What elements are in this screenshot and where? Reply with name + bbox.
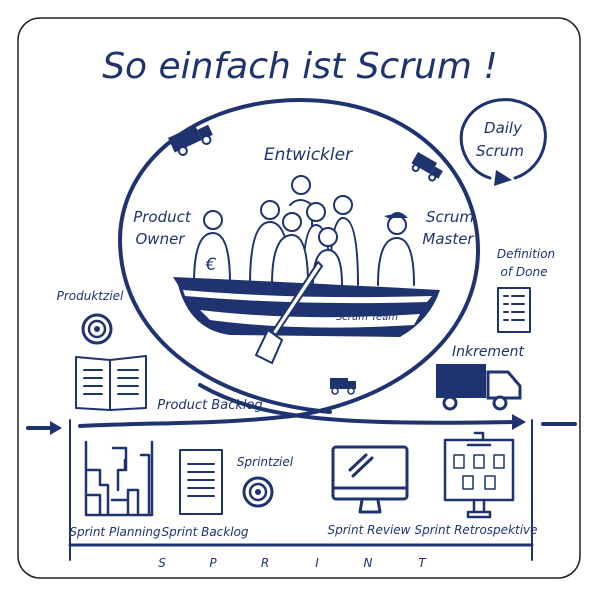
sprint-letter: N <box>364 556 373 570</box>
dod-label-2: of Done <box>501 265 548 279</box>
product-owner-label-2: Owner <box>136 230 186 248</box>
sprintziel-target-icon <box>242 476 274 508</box>
scrum-master-label-1: Scrum <box>426 208 474 226</box>
daily-scrum-label-2: Scrum <box>476 142 524 160</box>
oar-blade <box>254 328 284 365</box>
retrospective-board-icon <box>443 431 515 519</box>
sprint-letter: I <box>315 556 319 570</box>
scrum-master-label-2: Master <box>422 230 474 248</box>
sprint-planning-label: Sprint Planning <box>69 525 161 539</box>
daily-scrum-label-1: Daily <box>484 119 523 137</box>
product-backlog-book-icon <box>75 355 147 411</box>
target-icon <box>81 313 113 345</box>
sprint-retrospektive-label: Sprint Retrospektive <box>414 523 537 537</box>
checklist-icon <box>497 287 531 333</box>
truck-icon <box>411 152 443 182</box>
sprint-planning-icon <box>84 440 154 517</box>
monitor-icon <box>331 445 409 514</box>
sprintziel-label: Sprintziel <box>237 455 294 469</box>
truck-icon <box>168 124 213 156</box>
cycle-arrow-icon <box>494 170 512 186</box>
truck-icon <box>330 378 356 395</box>
sprint-backlog-label: Sprint Backlog <box>161 525 248 539</box>
sprint-letter: P <box>209 556 217 570</box>
cap-icon <box>384 212 408 219</box>
sprint-review-label: Sprint Review <box>328 523 411 537</box>
sprint-letter: S <box>158 556 166 570</box>
scrum-team-label: Scrum Team <box>336 312 398 323</box>
boat-stripe <box>200 310 420 328</box>
sprint-letter: T <box>418 556 427 570</box>
people-group <box>193 175 415 286</box>
arrow-right-icon <box>50 421 62 435</box>
produktziel-label: Produktziel <box>57 289 124 303</box>
product-owner-label-1: Product <box>133 208 192 226</box>
arrow-head-icon <box>512 414 526 430</box>
inkrement-label: Inkrement <box>452 344 525 360</box>
title: So einfach ist Scrum ! <box>102 46 498 87</box>
daily-scrum-cycle <box>459 98 547 180</box>
sprint-letter: R <box>261 556 269 570</box>
sprint-backlog-icon <box>179 449 223 515</box>
euro-icon: € <box>205 255 217 275</box>
dod-label-1: Definition <box>497 247 555 261</box>
sprint-bounds <box>69 419 533 561</box>
delivery-truck-icon <box>436 364 522 411</box>
entwickler-label: Entwickler <box>264 145 353 165</box>
increment-arrow-line <box>198 383 517 425</box>
boat-stripe <box>183 290 432 304</box>
product-backlog-label: Product Backlog <box>157 398 262 413</box>
